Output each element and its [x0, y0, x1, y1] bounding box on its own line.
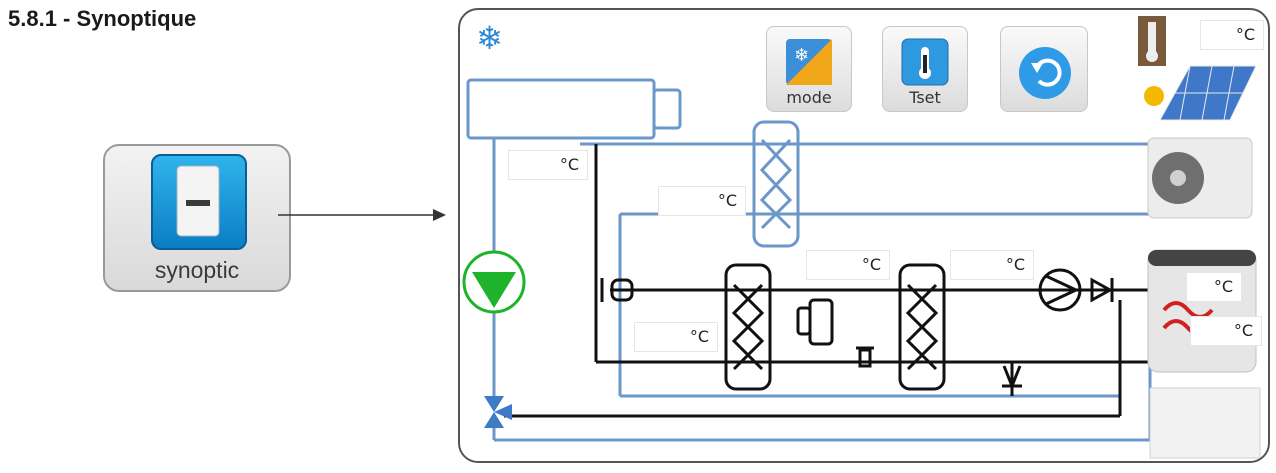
mode-button[interactable]: ❄ mode — [766, 26, 852, 112]
navigation-arrow-icon — [278, 209, 446, 221]
plate-exchanger-right — [898, 263, 946, 391]
refrigerant-mid-temperature: °C — [806, 250, 890, 280]
exchanger-top-temperature: °C — [658, 186, 746, 216]
circulation-pump-right — [1038, 268, 1082, 312]
svg-text:❄: ❄ — [794, 45, 809, 66]
app-tile-label: synoptic — [154, 257, 240, 283]
synoptic-app-tile[interactable]: synoptic — [103, 144, 291, 292]
page-title: 5.8.1 - Synoptique — [8, 6, 197, 31]
hot-water-tank — [1147, 249, 1257, 373]
solar-panel-icon — [1144, 65, 1257, 121]
compressor — [808, 298, 834, 346]
outdoor-temperature: °C — [1200, 20, 1264, 50]
supply-temperature: °C — [508, 150, 588, 180]
plate-exchanger-left — [724, 263, 772, 391]
back-button[interactable] — [1000, 26, 1088, 112]
tset-button[interactable]: Tset — [882, 26, 968, 112]
tank-top-temperature: °C — [1186, 272, 1242, 302]
indoor-hydro-unit — [1149, 387, 1261, 459]
thermometer-icon — [901, 38, 949, 86]
synoptic-panel: ❄ ❄ mode Tset °C °C °C °C °C °C °C °C — [458, 8, 1270, 463]
tset-button-label: Tset — [909, 88, 941, 107]
refrigerant-right-temperature: °C — [950, 250, 1034, 280]
tank-bottom-temperature: °C — [1190, 316, 1262, 346]
indoor-unit — [466, 78, 656, 140]
back-arrow-icon — [1019, 47, 1071, 99]
hydraulic-schema — [462, 16, 1261, 459]
outdoor-thermometer-icon — [1138, 16, 1166, 66]
three-way-valve — [484, 396, 504, 412]
heat-pump-unit-icon — [151, 154, 247, 250]
water-inlet-temperature: °C — [634, 322, 718, 352]
snowflake-icon: ❄ — [476, 19, 503, 57]
mode-button-label: mode — [786, 88, 832, 107]
plate-exchanger-top — [752, 120, 800, 248]
mode-icon: ❄ — [786, 39, 832, 85]
